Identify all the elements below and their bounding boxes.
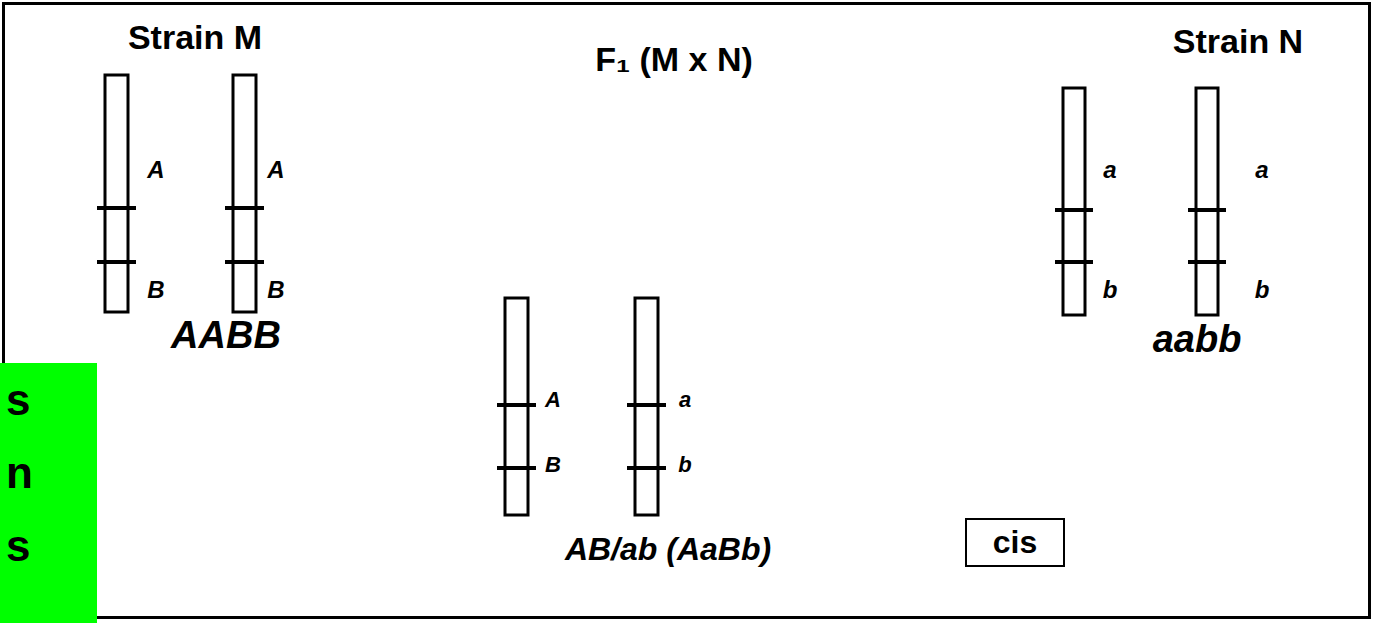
cross-heading: F₁ (M x N) — [595, 41, 753, 78]
chromosomes — [105, 75, 1218, 515]
allele-label: A — [147, 157, 164, 183]
locus-bar — [97, 260, 136, 264]
strain-heading: Strain M — [128, 19, 262, 56]
allele-label: b — [1103, 277, 1118, 303]
chromosome — [1063, 88, 1085, 315]
node-text: cis — [993, 525, 1037, 560]
locus-bar — [225, 260, 264, 264]
allele-label: A — [545, 388, 561, 412]
locus-bar — [225, 206, 264, 210]
highlight-panel: s n s — [0, 363, 97, 623]
locus-bar — [1188, 260, 1226, 264]
chromosome — [1196, 88, 1218, 315]
allele-label: a — [1103, 157, 1116, 183]
allele-label: B — [267, 277, 284, 303]
strain-heading: Strain N — [1173, 23, 1303, 60]
node-text: s n s — [6, 363, 46, 582]
locus-bar — [1055, 260, 1093, 264]
term-box: cis — [965, 518, 1065, 567]
allele-label: a — [679, 388, 691, 412]
genotype-label: aabb — [1153, 319, 1242, 361]
allele-label: A — [267, 157, 284, 183]
locus-bar — [97, 206, 136, 210]
chromosome — [233, 75, 256, 312]
locus-bar — [1055, 208, 1093, 212]
genotype-label: AABB — [171, 315, 281, 357]
locus-bar — [497, 466, 536, 470]
locus-bar — [1188, 208, 1226, 212]
allele-label: a — [1255, 157, 1268, 183]
allele-label: B — [147, 277, 164, 303]
allele-label: b — [678, 453, 691, 477]
locus-bars — [97, 208, 1226, 468]
chromosome — [105, 75, 128, 312]
allele-label: b — [1255, 277, 1270, 303]
figure-frame — [4, 4, 1370, 618]
locus-bar — [627, 466, 666, 470]
allele-label: B — [545, 453, 561, 477]
locus-bar — [627, 403, 666, 407]
locus-bar — [497, 403, 536, 407]
genotype-label: AB/ab (AaBb) — [565, 532, 771, 567]
